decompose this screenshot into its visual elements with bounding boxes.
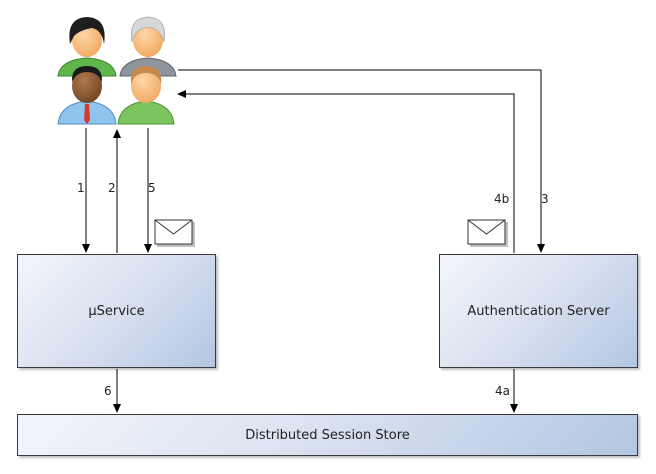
edge-1-label: 1 bbox=[77, 181, 85, 195]
user-icon bbox=[117, 66, 175, 125]
edge-4b-line bbox=[177, 90, 515, 253]
session-store-label: Distributed Session Store bbox=[245, 427, 410, 443]
edge-5-label: 5 bbox=[148, 181, 156, 195]
edge-3-label: 3 bbox=[541, 192, 549, 206]
edge-4a-label: 4a bbox=[495, 384, 510, 398]
user-icon bbox=[57, 66, 117, 125]
microservice-label: µService bbox=[88, 303, 145, 319]
edge-4b-label: 4b bbox=[494, 192, 510, 206]
microservice-node: µService bbox=[17, 254, 216, 368]
edge-6-label: 6 bbox=[104, 384, 112, 398]
edge-3-line bbox=[178, 69, 545, 253]
auth-server-label: Authentication Server bbox=[467, 303, 610, 319]
session-store-node: Distributed Session Store bbox=[17, 414, 638, 456]
envelope-icon bbox=[467, 219, 508, 247]
envelope-icon bbox=[154, 219, 195, 247]
users-group-icon bbox=[57, 16, 177, 125]
auth-server-node: Authentication Server bbox=[439, 254, 638, 368]
edge-2-label: 2 bbox=[108, 181, 116, 195]
